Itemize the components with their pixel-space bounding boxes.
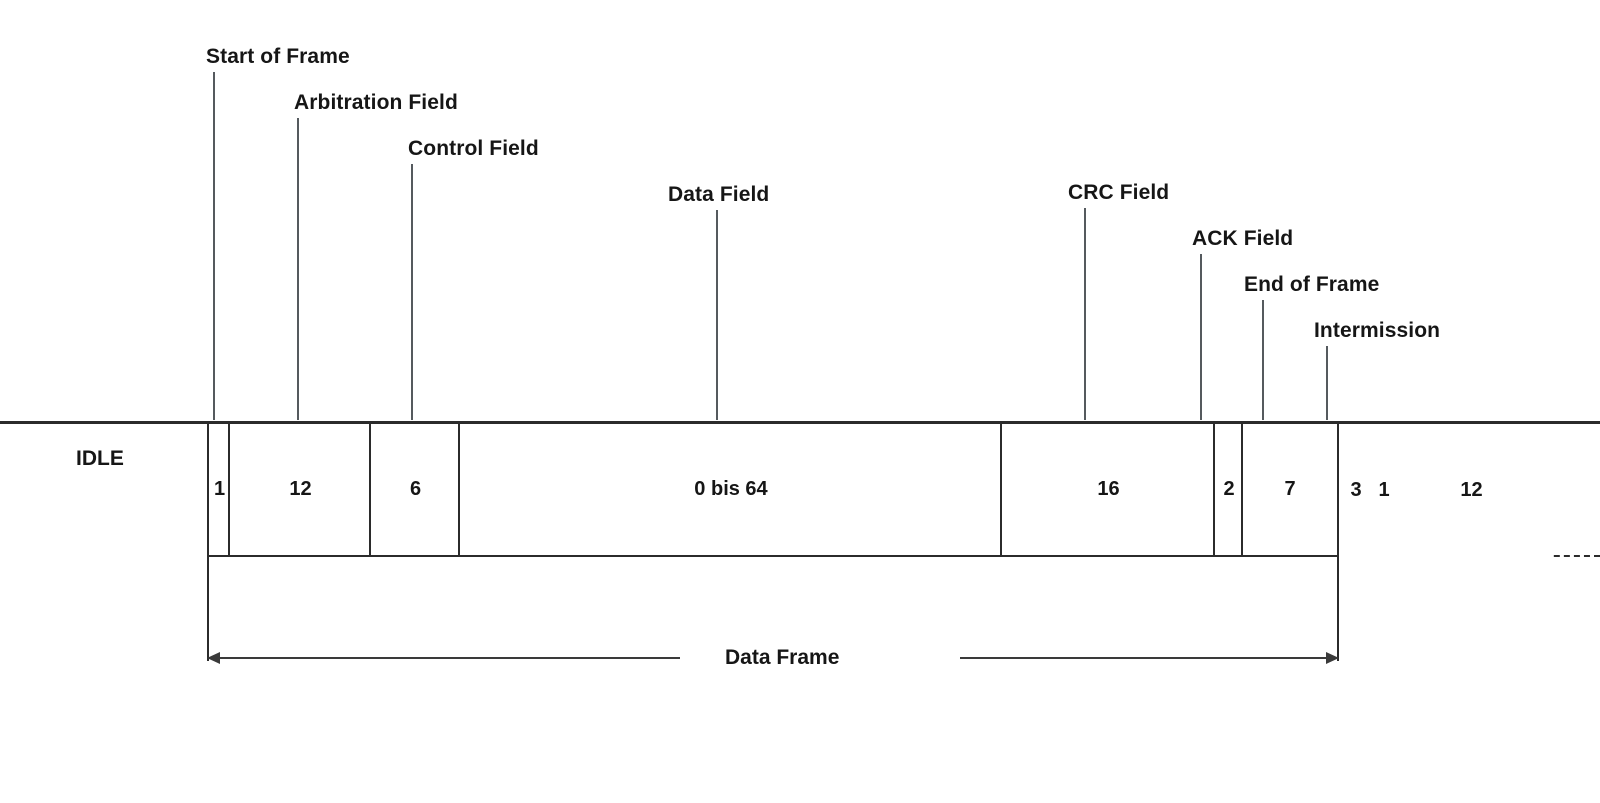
frame-cell-end-of-frame: 7 [1241, 424, 1339, 557]
leader-line-arbitration-field [297, 118, 299, 420]
frame-cell-next-start-of-frame: 1 [1373, 424, 1395, 557]
callout-label-start-of-frame: Start of Frame [206, 45, 350, 68]
dimension-line-right [960, 657, 1327, 659]
callout-label-data-field: Data Field [668, 183, 770, 206]
frame-cell-value: 16 [1097, 478, 1120, 500]
dimension-label-data-frame: Data Frame [725, 646, 840, 669]
frame-cell-intermission: 3 [1339, 424, 1373, 557]
callout-label-end-of-frame: End of Frame [1244, 273, 1380, 296]
dimension-arrowhead-right [1326, 652, 1339, 664]
leader-line-control-field [411, 164, 413, 420]
frame-cell-value: 2 [1223, 478, 1235, 500]
frame-cell-next-arbitration-field: 12 [1393, 424, 1550, 557]
frame-cell-value: 6 [409, 478, 422, 500]
callout-label-ack-field: ACK Field [1192, 227, 1294, 250]
callout-label-arbitration-field: Arbitration Field [294, 91, 458, 114]
frame-cell-value: 3 [1350, 479, 1362, 501]
frame-cell-value: 0 bis 64 [694, 478, 768, 500]
frame-cell-value: 12 [289, 478, 312, 500]
frame-cell-value: 7 [1284, 478, 1296, 500]
callout-label-intermission: Intermission [1314, 319, 1441, 342]
leader-line-start-of-frame [213, 72, 215, 420]
frame-cell-crc-field: 16 [1000, 424, 1215, 557]
frame-cell-start-of-frame: 1 [207, 424, 230, 557]
frame-cell-ack-field: 2 [1213, 424, 1243, 557]
leader-line-end-of-frame [1262, 300, 1264, 420]
dimension-line-left [220, 657, 680, 659]
callout-label-crc-field: CRC Field [1068, 181, 1170, 204]
idle-label: IDLE [76, 447, 124, 470]
leader-line-data-field [716, 210, 718, 420]
frame-cell-data-field: 0 bis 64 [458, 424, 1002, 557]
dimension-extension-left [207, 557, 209, 661]
frame-cell-value: 1 [1378, 479, 1390, 501]
leader-line-crc-field [1084, 208, 1086, 420]
frame-cell-value: 1 [213, 478, 226, 500]
frame-cell-arbitration-field: 12 [228, 424, 371, 557]
callout-label-control-field: Control Field [408, 137, 539, 160]
frame-cell-value: 12 [1460, 479, 1483, 501]
leader-line-ack-field [1200, 254, 1202, 420]
leader-line-intermission [1326, 346, 1328, 420]
bus-baseline [0, 421, 1600, 424]
frame-cell-control-field: 6 [369, 424, 460, 557]
dimension-arrowhead-left [207, 652, 220, 664]
dimension-extension-right [1337, 557, 1339, 661]
